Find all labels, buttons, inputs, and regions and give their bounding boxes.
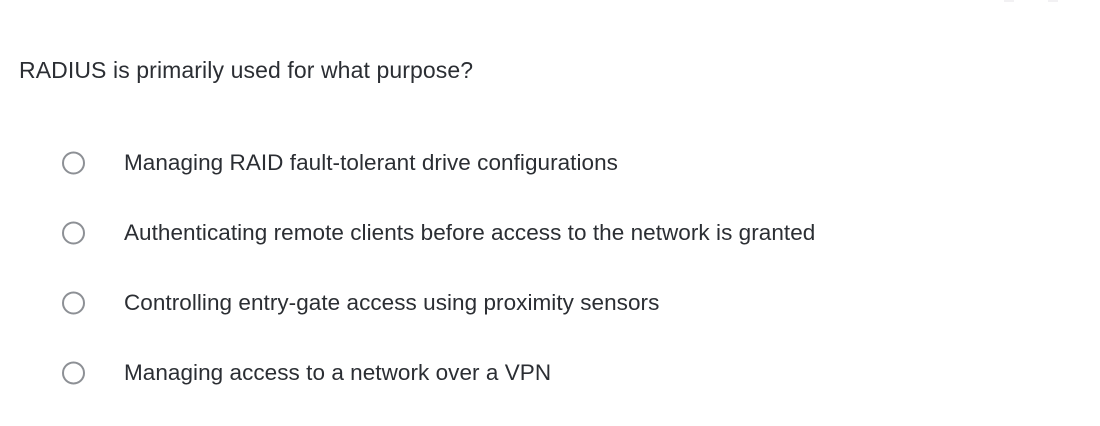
answer-option-d[interactable]: Managing access to a network over a VPN [0, 338, 1100, 408]
radio-button-icon-c[interactable] [62, 291, 85, 315]
answer-option-b[interactable]: Authenticating remote clients before acc… [0, 198, 1100, 268]
question-text: RADIUS is primarily used for what purpos… [19, 57, 474, 83]
radio-button-icon-b[interactable] [62, 221, 85, 245]
radio-button-icon-d[interactable] [62, 361, 85, 385]
answer-options-group: Managing RAID fault-tolerant drive confi… [0, 128, 1100, 408]
answer-option-label-a[interactable]: Managing RAID fault-tolerant drive confi… [124, 150, 618, 175]
answer-option-a[interactable]: Managing RAID fault-tolerant drive confi… [0, 128, 1100, 198]
answer-option-label-b[interactable]: Authenticating remote clients before acc… [124, 220, 816, 245]
radio-button-icon-a[interactable] [62, 151, 85, 175]
answer-option-label-c[interactable]: Controlling entry-gate access using prox… [124, 290, 660, 315]
answer-option-c[interactable]: Controlling entry-gate access using prox… [0, 268, 1100, 338]
cropped-edge-artifact [1004, 0, 1068, 3]
answer-option-label-d[interactable]: Managing access to a network over a VPN [124, 360, 552, 385]
